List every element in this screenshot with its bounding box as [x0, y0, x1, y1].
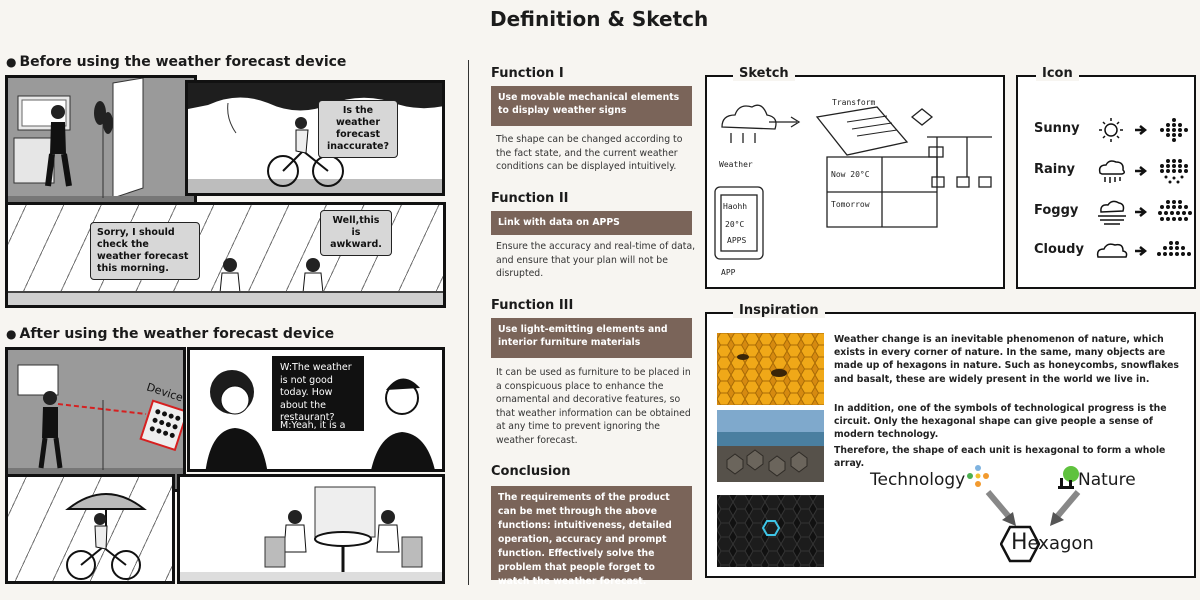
icon-name-cloudy: Cloudy — [1034, 242, 1084, 257]
rain-cloud-icon — [1098, 160, 1126, 183]
sketch-box: Weather Haohh 20°C APPS Transform Now 20… — [705, 75, 1005, 289]
sunny-dot-matrix-icon — [1160, 118, 1188, 142]
conclusion-heading: Conclusion — [491, 464, 571, 479]
arrow-icon — [1135, 207, 1148, 217]
sketch-note-1: Haohh — [723, 202, 747, 211]
page-title: Definition & Sketch — [490, 7, 709, 31]
conclusion-summary: The requirements of the product can be m… — [491, 486, 692, 587]
foggy-dot-matrix-icon — [1158, 200, 1192, 221]
icon-row-rainy: Rainy — [1034, 157, 1199, 185]
sketch-drawing: Weather Haohh 20°C APPS Transform Now 20… — [714, 98, 992, 277]
sketch-note-5: Now 20°C — [831, 170, 870, 179]
comic-panel-restaurant — [177, 474, 445, 584]
arrow-icon-right — [1050, 490, 1081, 526]
section-divider — [468, 60, 469, 585]
icon-name-sunny: Sunny — [1034, 121, 1080, 136]
cloudy-dot-matrix-icon — [1157, 241, 1191, 256]
comic-panel-umbrella — [5, 474, 175, 584]
inspiration-paragraph-2: In addition, one of the symbols of techn… — [834, 403, 1167, 441]
umbrella-bike-illustration — [65, 493, 147, 580]
sketch-note-3: APPS — [727, 236, 746, 245]
speech-bubble-sorry: Sorry, I should check the weather foreca… — [90, 222, 200, 280]
nature-label: Nature — [1078, 470, 1136, 490]
technology-label: Technology — [870, 470, 966, 490]
arrow-icon — [1135, 246, 1148, 256]
function-3-summary: Use light-emitting elements and interior… — [491, 318, 692, 358]
sketch-note-6: Tomorrow — [831, 200, 870, 209]
sketch-label: Sketch — [733, 66, 795, 81]
arrow-icon — [1135, 166, 1148, 176]
rain-pattern-2 — [8, 477, 172, 581]
comic-panel-room — [5, 75, 197, 220]
basalt-photo — [717, 410, 824, 482]
function-1-summary: Use movable mechanical elements to displ… — [491, 86, 692, 126]
sun-icon — [1099, 118, 1123, 142]
sketch-note-0: Weather — [719, 160, 753, 169]
speech-bubble-woman: W:The weather is not good today. How abo… — [272, 356, 364, 431]
icon-name-rainy: Rainy — [1034, 162, 1075, 177]
icon-row-cloudy: Cloudy — [1034, 237, 1199, 265]
tech-hexagon-photo — [717, 495, 824, 567]
arrow-icon-left — [985, 490, 1016, 526]
restaurant-illustration — [180, 477, 442, 581]
after-section-title: ●After using the weather forecast device — [6, 326, 335, 342]
tree-icon — [1058, 466, 1079, 489]
inspiration-paragraph-3: Therefore, the shape of each unit is hex… — [834, 445, 1166, 470]
fog-icon — [1098, 200, 1126, 225]
function-1-heading: Function I — [491, 66, 564, 81]
comic-panel-device-room: Device — [5, 347, 186, 492]
hexagon-label: Hexagon — [1011, 530, 1094, 555]
inspiration-label: Inspiration — [733, 303, 825, 318]
function-2-summary: Link with data on APPS — [491, 211, 692, 235]
sketch-note-4: Transform — [832, 98, 876, 107]
honeycomb-photo — [717, 333, 824, 405]
function-2-heading: Function II — [491, 191, 569, 206]
circuit-icon — [967, 465, 989, 487]
icon-row-sunny: Sunny — [1034, 116, 1199, 144]
flow-arrows — [985, 490, 1081, 526]
function-3-text: It can be used as furniture to be placed… — [496, 367, 691, 446]
cloud-icon — [1096, 243, 1128, 258]
icon-label: Icon — [1036, 66, 1079, 81]
outdoor-bike-illustration — [188, 83, 442, 193]
speech-bubble-awkward: Well,this is awkward. — [320, 210, 392, 256]
icon-row-foggy: Foggy — [1034, 198, 1199, 226]
comic-panel-outdoor — [185, 80, 445, 196]
before-section-title: ●Before using the weather forecast devic… — [6, 54, 347, 70]
speech-bubble-man: M:Yeah, it is a good choice. — [280, 420, 346, 444]
sketch-note-2: 20°C — [725, 220, 744, 229]
hexagon-outline-icon — [1000, 525, 1040, 563]
sketch-note-7: APP — [721, 268, 736, 277]
room-illustration — [8, 78, 194, 217]
device-room-illustration — [8, 350, 183, 489]
function-1-text: The shape can be changed according to th… — [496, 134, 683, 172]
inspiration-paragraph-1: Weather change is an inevitable phenomen… — [834, 334, 1179, 385]
function-3-heading: Function III — [491, 298, 574, 313]
arrow-icon — [1135, 125, 1148, 135]
function-2-text: Ensure the accuracy and real-time of dat… — [496, 241, 696, 279]
icon-name-foggy: Foggy — [1034, 203, 1079, 218]
speech-bubble-inaccurate: Is the weather forecast inaccurate? — [318, 100, 398, 158]
rainy-dot-matrix-icon — [1160, 159, 1188, 184]
pavement — [8, 291, 443, 305]
